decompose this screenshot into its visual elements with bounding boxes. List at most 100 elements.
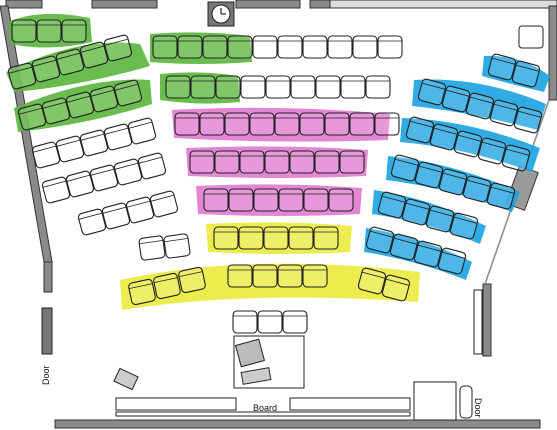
seat xyxy=(17,103,47,131)
seat xyxy=(79,129,109,157)
seat xyxy=(314,150,340,174)
seat xyxy=(437,247,467,275)
seat xyxy=(101,202,131,230)
seat xyxy=(11,19,37,43)
right-wall-top xyxy=(548,5,557,101)
seat xyxy=(199,112,225,136)
seat xyxy=(224,112,250,136)
seat xyxy=(252,35,278,59)
seat xyxy=(89,85,119,113)
right-wall-lower xyxy=(482,283,492,357)
seat xyxy=(352,35,378,59)
seat xyxy=(149,190,179,218)
seat xyxy=(449,212,479,240)
seat xyxy=(288,226,314,250)
door-icon xyxy=(459,385,473,419)
clock-icon xyxy=(207,1,235,27)
seat xyxy=(462,175,492,203)
seat xyxy=(441,85,471,113)
seat xyxy=(165,75,191,99)
seat xyxy=(232,310,258,334)
seat xyxy=(252,264,278,288)
seat xyxy=(313,226,339,250)
seat xyxy=(213,226,239,250)
seat xyxy=(125,196,155,224)
seat xyxy=(302,35,328,59)
seat xyxy=(36,19,62,43)
seat xyxy=(289,150,315,174)
chair-icon xyxy=(113,367,139,391)
seat xyxy=(302,264,328,288)
seat xyxy=(429,123,459,151)
highlights xyxy=(6,13,550,310)
seat xyxy=(277,264,303,288)
seat xyxy=(453,130,483,158)
keyboard-icon xyxy=(240,367,272,385)
seat xyxy=(389,233,419,261)
seat xyxy=(174,112,200,136)
seat xyxy=(89,164,119,192)
seat xyxy=(228,188,254,212)
seat xyxy=(31,141,61,169)
left-door-frame xyxy=(41,307,53,355)
seat xyxy=(327,35,353,59)
seat xyxy=(339,150,365,174)
seat xyxy=(41,97,71,125)
seat xyxy=(414,161,444,189)
seat xyxy=(413,240,443,268)
board-rail xyxy=(115,411,411,417)
seat xyxy=(390,154,420,182)
seat xyxy=(41,176,71,204)
seat xyxy=(127,117,157,145)
board-left xyxy=(115,397,237,411)
board-right xyxy=(289,397,411,411)
corner-seat xyxy=(518,25,544,49)
seat xyxy=(374,112,400,136)
seat xyxy=(357,267,387,295)
seat xyxy=(138,235,166,261)
seat xyxy=(377,35,403,59)
seat xyxy=(189,150,215,174)
seat xyxy=(299,112,325,136)
seat xyxy=(290,75,316,99)
seat xyxy=(227,264,253,288)
seat xyxy=(381,274,411,302)
seat xyxy=(489,99,519,127)
podium-icon xyxy=(234,338,266,368)
seat xyxy=(177,35,203,59)
seat xyxy=(328,188,354,212)
seat xyxy=(265,75,291,99)
seat xyxy=(278,188,304,212)
seat xyxy=(65,170,95,198)
cabinet xyxy=(413,381,457,421)
seat xyxy=(315,75,341,99)
seat xyxy=(425,205,455,233)
seat xyxy=(377,191,407,219)
seat xyxy=(324,112,350,136)
seat xyxy=(239,150,265,174)
seat xyxy=(55,135,85,163)
seat xyxy=(113,158,143,186)
seat xyxy=(365,75,391,99)
seat xyxy=(113,79,143,107)
top-wall-segment xyxy=(91,0,158,9)
seat xyxy=(31,55,61,83)
seat xyxy=(202,35,228,59)
seat xyxy=(152,35,178,59)
seat xyxy=(215,75,241,99)
seat xyxy=(178,266,206,294)
seat xyxy=(77,208,107,236)
seat xyxy=(277,35,303,59)
seat xyxy=(513,106,543,134)
seat xyxy=(477,137,507,165)
seat xyxy=(340,75,366,99)
seat xyxy=(55,48,85,76)
seat xyxy=(405,116,435,144)
top-left-wall xyxy=(5,0,43,9)
front-area xyxy=(41,289,483,421)
top-right-window xyxy=(329,0,557,9)
left-wall xyxy=(43,261,53,293)
seat xyxy=(190,75,216,99)
seat xyxy=(61,19,87,43)
